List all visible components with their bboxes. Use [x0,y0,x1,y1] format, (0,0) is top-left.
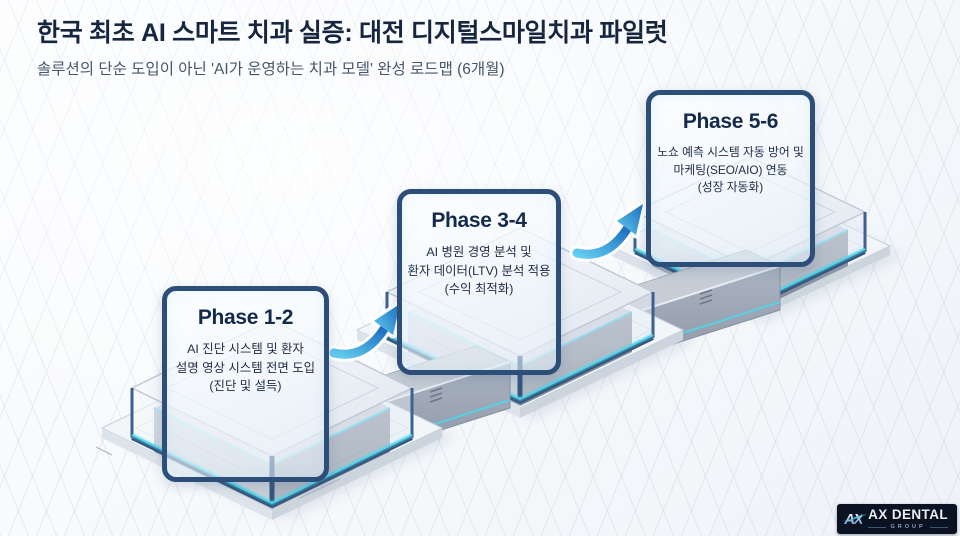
phase-2-description: AI 병원 경영 분석 및 환자 데이터(LTV) 분석 적용 (수익 최적화) [402,243,556,299]
logo-group-label: GROUP [890,523,926,530]
phase-3-line-3: (성장 자동화) [697,180,764,195]
phase-2-line-3: (수익 최적화) [444,282,514,297]
page-title: 한국 최초 AI 스마트 치과 실증: 대전 디지털스마일치과 파일럿 [37,19,668,47]
logo-ax-mark-icon: AX [844,510,863,528]
logo-company-name: AX DENTAL [868,507,948,522]
phase-card-1: Phase 1-2 AI 진단 시스템 및 환자 설명 영상 시스템 전면 도입… [162,286,329,482]
page-subtitle: 솔루션의 단순 도입이 아닌 'AI가 운영하는 치과 모델' 완성 로드맵 (… [37,61,505,79]
phase-1-line-1: AI 진단 시스템 및 환자 [187,342,304,356]
phase-1-line-2: 설명 영상 시스템 전면 도입 [175,360,316,375]
company-logo: AX AX DENTAL GROUP [837,504,957,534]
phase-1-title: Phase 1-2 [197,306,294,329]
phase-3-description: 노쇼 예측 시스템 자동 방어 및 마케팅(SEO/AIO) 연동 (성장 자동… [651,144,810,197]
phase-card-3: Phase 5-6 노쇼 예측 시스템 자동 방어 및 마케팅(SEO/AIO)… [646,90,815,267]
phase-1-line-3: (진단 및 설득) [209,379,282,394]
phase-3-title: Phase 5-6 [682,110,779,133]
phase-1-description: AI 진단 시스템 및 환자 설명 영상 시스템 전면 도입 (진단 및 설득) [167,340,324,396]
logo-rule-left [868,526,887,528]
phase-2-line-1: AI 병원 경영 분석 및 [426,245,532,259]
header: 한국 최초 AI 스마트 치과 실증: 대전 디지털스마일치과 파일럿 솔루션의… [37,18,940,79]
logo-rule-right [929,526,948,528]
phase-2-title: Phase 3-4 [431,209,527,232]
phase-2-line-2: 환자 데이터(LTV) 분석 적용 [407,263,551,278]
phase-3-line-1: 노쇼 예측 시스템 자동 방어 및 [657,145,804,159]
phase-3-line-2: 마케팅(SEO/AIO) 연동 [673,162,788,177]
phase-card-2: Phase 3-4 AI 병원 경영 분석 및 환자 데이터(LTV) 분석 적… [397,189,561,375]
